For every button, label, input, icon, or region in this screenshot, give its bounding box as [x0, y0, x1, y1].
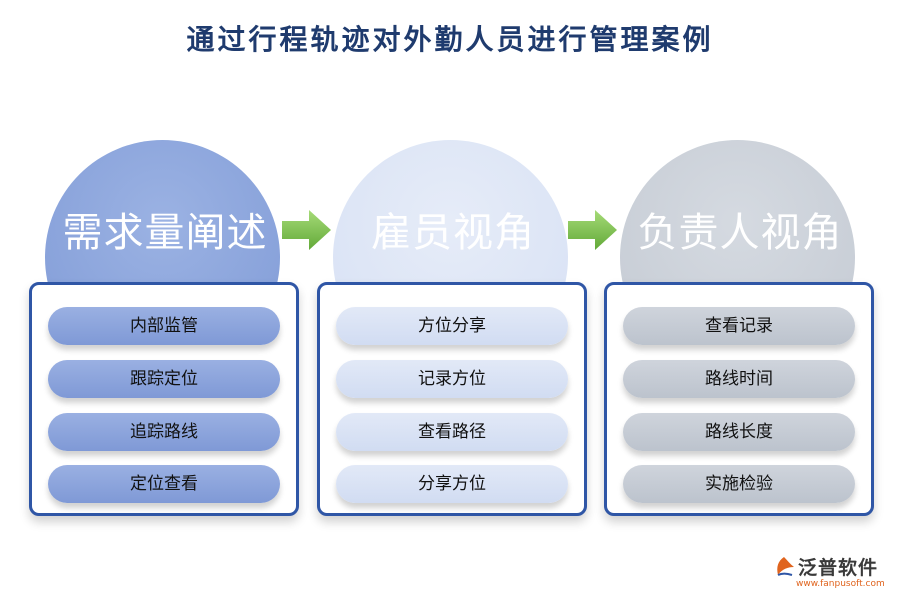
column-employee: 雇员视角 方位分享 记录方位 查看路径 分享方位 — [313, 140, 593, 530]
arrow-right-icon — [568, 210, 617, 250]
list-item: 路线长度 — [623, 413, 855, 451]
list-item: 内部监管 — [48, 307, 280, 345]
logo-icon — [777, 557, 794, 576]
column-panel: 内部监管 跟踪定位 追踪路线 定位查看 — [29, 282, 299, 516]
list-item: 路线时间 — [623, 360, 855, 398]
column-panel: 方位分享 记录方位 查看路径 分享方位 — [317, 282, 587, 516]
logo-name: 泛普软件 — [798, 557, 879, 579]
page-title: 通过行程轨迹对外勤人员进行管理案例 — [186, 23, 714, 56]
list-item: 跟踪定位 — [48, 360, 280, 398]
logo-url: www.fanpusoft.com — [796, 579, 885, 589]
column-demand: 需求量阐述 内部监管 跟踪定位 追踪路线 定位查看 — [25, 140, 305, 530]
brand-logo: 泛普软件 www.fanpusoft.com — [772, 553, 892, 593]
column-manager: 负责人视角 查看记录 路线时间 路线长度 实施检验 — [600, 140, 880, 530]
list-item: 记录方位 — [336, 360, 568, 398]
list-item: 方位分享 — [336, 307, 568, 345]
list-item: 追踪路线 — [48, 413, 280, 451]
list-item: 查看记录 — [623, 307, 855, 345]
column-heading: 负责人视角 — [637, 210, 843, 256]
list-item: 定位查看 — [48, 465, 280, 503]
list-item: 分享方位 — [336, 465, 568, 503]
column-panel: 查看记录 路线时间 路线长度 实施检验 — [604, 282, 874, 516]
arrow-right-icon — [282, 210, 331, 250]
list-item: 实施检验 — [623, 465, 855, 503]
column-heading: 雇员视角 — [371, 210, 535, 256]
column-heading: 需求量阐述 — [62, 210, 268, 256]
list-item: 查看路径 — [336, 413, 568, 451]
